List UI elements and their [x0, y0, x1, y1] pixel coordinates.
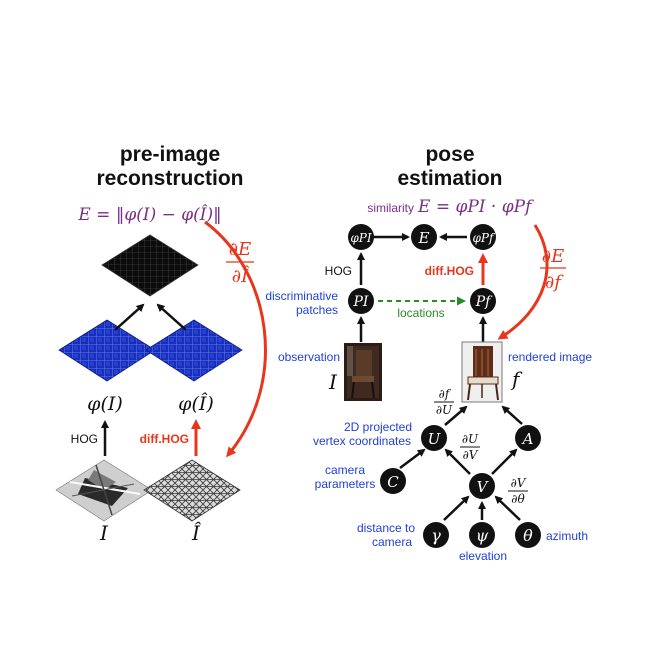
left-diff-hog-label: diff.HOG [140, 432, 189, 446]
left-energy-formula: E = ‖φ(I) − φ(Î)‖ [77, 204, 221, 225]
svg-text:C: C [387, 473, 399, 491]
rendered-image [461, 341, 503, 403]
gradient-arc-right [497, 224, 549, 340]
right-title: pose estimation [340, 143, 560, 191]
gradient-arc-left [204, 220, 267, 458]
phi-I-label: φ(I) [87, 393, 123, 415]
node-A: A [515, 425, 541, 451]
similarity-word: similarity [367, 201, 414, 215]
svg-text:ψ: ψ [476, 526, 489, 545]
node-phiPI: φPI [348, 224, 374, 250]
locations-label: locations [397, 306, 444, 320]
edge-gamma-to-V [443, 495, 470, 521]
Ihat-label-left: Î [191, 521, 202, 545]
node-C: C [380, 468, 406, 494]
f-label-right: f [510, 367, 523, 391]
left-grad-num: ∂E [229, 239, 251, 260]
elevation-label: elevation [459, 549, 507, 563]
azimuth-label: azimuth [546, 529, 588, 543]
reconstructed-image-Ihat [143, 459, 241, 522]
disc-patches-line2: patches [296, 303, 338, 317]
edge-U-to-rendered [444, 405, 468, 426]
left-title: pre-image reconstruction [60, 143, 280, 191]
hog-difference-grid [101, 234, 199, 297]
right-diff-hog-label: diff.HOG [425, 264, 474, 278]
svg-text:E: E [418, 229, 430, 247]
edge-theta-to-V [494, 495, 521, 521]
left-title-line1: pre-image [119, 143, 221, 166]
node-phiPf: φPf [470, 224, 496, 250]
dV-dtheta-den: ∂θ [511, 492, 525, 506]
dU-dV-den: ∂V [463, 448, 479, 462]
arrow-hogIhat-to-diff [156, 303, 187, 331]
dV-dtheta-num: ∂V [511, 476, 527, 490]
edge-V-to-U [444, 448, 471, 475]
right-hog-label: HOG [325, 264, 352, 278]
svg-text:PI: PI [353, 294, 369, 310]
dU-dV-num: ∂U [462, 432, 479, 446]
node-V: V [469, 473, 495, 499]
rendered-image-label: rendered image [508, 350, 592, 364]
df-dU-den: ∂U [436, 403, 453, 417]
svg-text:φPI: φPI [350, 231, 371, 245]
svg-text:V: V [477, 478, 490, 496]
hog-grid-observed [58, 319, 156, 382]
arrow-hogI-to-diff [114, 303, 145, 331]
edge-V-to-A [491, 448, 518, 475]
observation-label: observation [278, 350, 340, 364]
edge-C-to-U [399, 448, 426, 469]
observation-image [344, 343, 382, 401]
proj-coords-line1: 2D projected [344, 420, 412, 434]
node-Pf: Pf [470, 288, 496, 314]
edge-A-to-rendered [501, 405, 523, 425]
cam-params-line2: parameters [315, 477, 376, 491]
cam-params-line1: camera [325, 463, 365, 477]
right-title-line1: pose [425, 143, 475, 166]
svg-text:θ: θ [523, 526, 533, 545]
I-label-right: I [328, 370, 338, 394]
right-title-line2: estimation [397, 167, 503, 190]
node-psi: ψ [469, 522, 495, 548]
right-grad-num: ∂E [542, 246, 564, 267]
node-theta: θ [515, 522, 541, 548]
left-grad-den: ∂Î [232, 264, 250, 287]
disc-patches-line1: discriminative [265, 289, 338, 303]
svg-text:φPf: φPf [473, 231, 496, 245]
svg-text:Pf: Pf [475, 294, 493, 310]
node-gamma: γ [423, 522, 449, 548]
df-dU-num: ∂f [439, 387, 452, 401]
svg-text:U: U [428, 430, 442, 448]
proj-coords-line2: vertex coordinates [313, 434, 411, 448]
I-label-left: I [99, 521, 109, 545]
left-title-line2: reconstruction [96, 167, 244, 190]
right-grad-den: ∂f [545, 272, 564, 293]
node-PI: PI [348, 288, 374, 314]
left-hog-label: HOG [71, 432, 98, 446]
svg-text:A: A [521, 430, 534, 448]
distance-line1: distance to [357, 521, 415, 535]
node-E: E [411, 224, 437, 250]
svg-text:γ: γ [431, 526, 441, 545]
input-image-I [55, 459, 153, 522]
node-U: U [421, 425, 447, 451]
phi-Ihat-label: φ(Î) [178, 392, 214, 415]
hog-grid-reconstructed [145, 319, 243, 382]
distance-line2: camera [372, 535, 412, 549]
similarity-equation: E = φPI · φPf [417, 197, 534, 217]
